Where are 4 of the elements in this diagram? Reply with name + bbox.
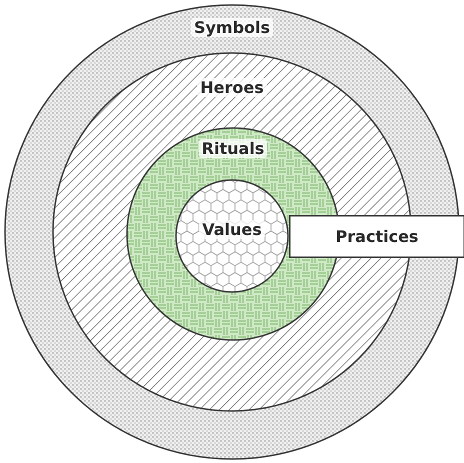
layer-label: Rituals <box>198 139 268 158</box>
layer-label: Symbols <box>190 18 274 37</box>
layer-label: Heroes <box>197 78 267 97</box>
layer-label: Values <box>199 220 265 239</box>
